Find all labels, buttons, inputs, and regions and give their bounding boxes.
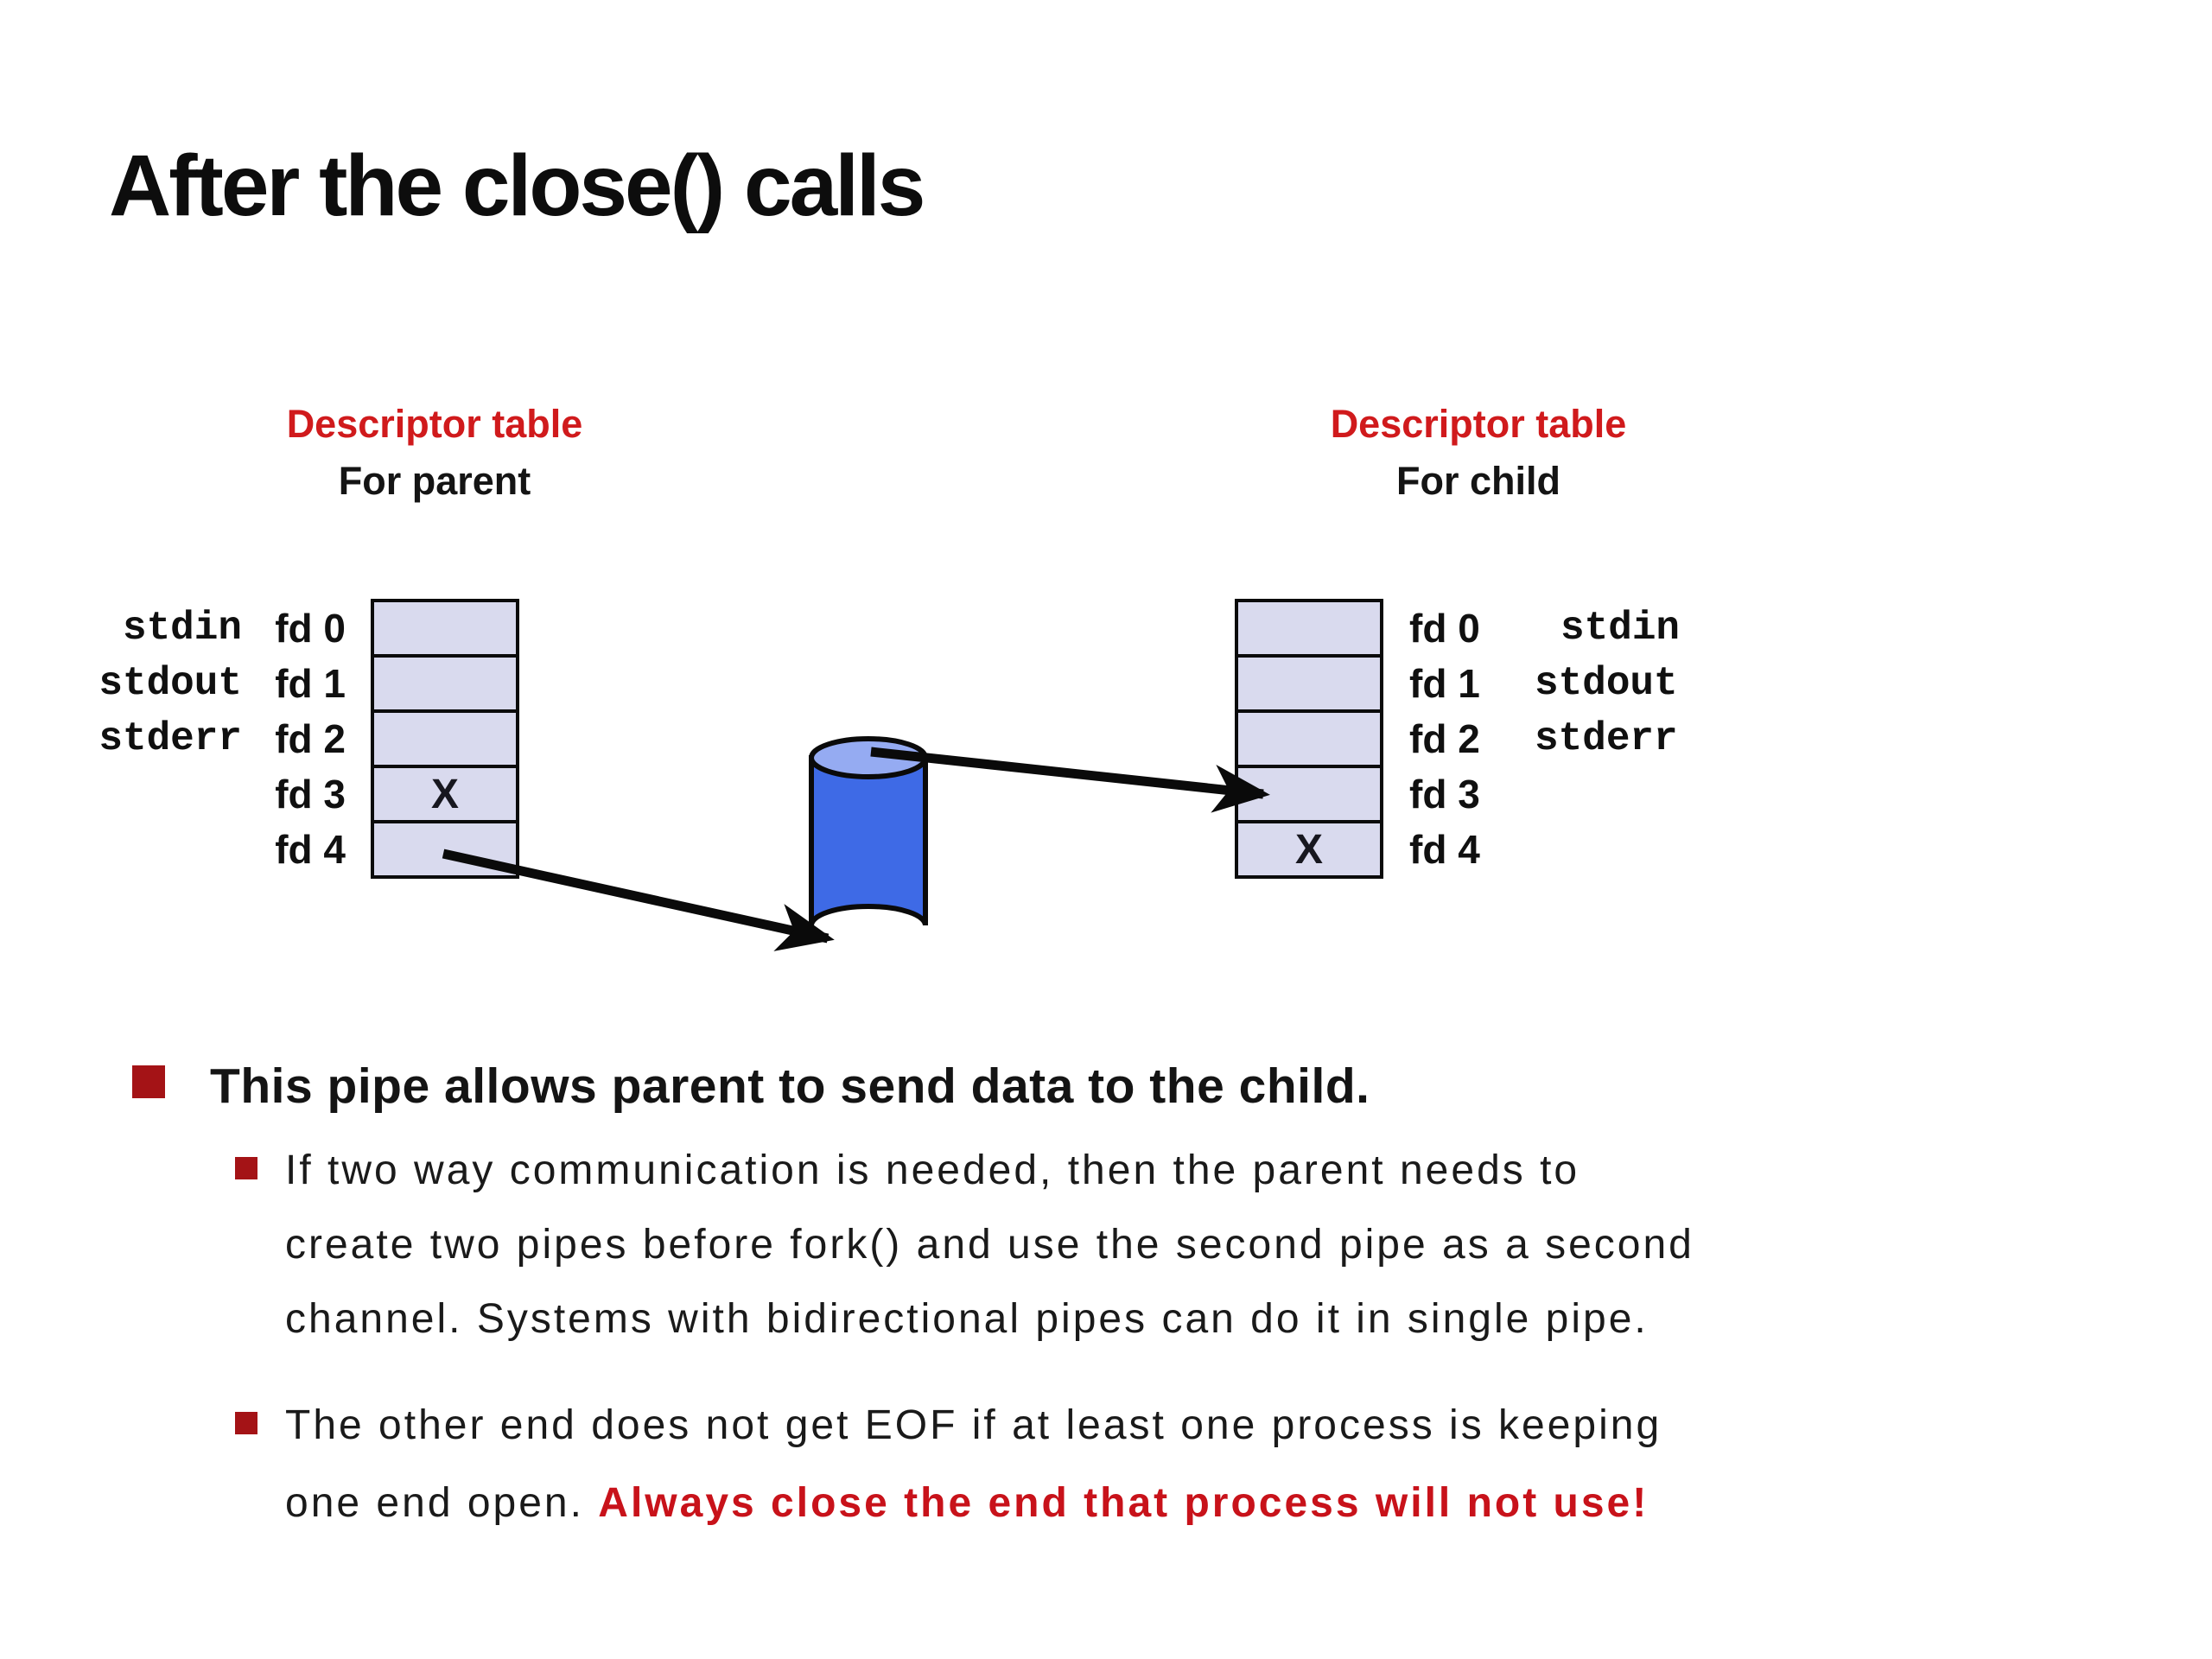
descriptor-cell-closed: X [371, 765, 519, 823]
sub-bullet-2-line2-plain: one end open. [285, 1480, 599, 1526]
table-row: stdin fd 0 [78, 599, 519, 658]
sub-bullet-1-line2: create two pipes before fork() and use t… [285, 1222, 1694, 1268]
descriptor-cell [1235, 599, 1383, 658]
fd-label: fd 4 [1409, 827, 1480, 872]
descriptor-cell [371, 654, 519, 713]
sub-bullet-square [235, 1157, 257, 1179]
descriptor-cell [1235, 709, 1383, 768]
fd-label: fd 2 [275, 716, 346, 761]
main-bullet-square [132, 1065, 165, 1098]
table-row: fd 3 X [78, 765, 519, 823]
fd-label: fd 1 [1409, 661, 1480, 706]
table-row: fd 0 stdin [1235, 599, 1680, 658]
table-row: fd 2 stderr [1235, 709, 1680, 768]
parent-header-line1: Descriptor table [286, 402, 583, 446]
parent-table-header: Descriptor table For parent [210, 396, 659, 510]
sub-bullet-2: The other end does not get EOF if at lea… [285, 1387, 1662, 1542]
descriptor-cell-pipe-read [1235, 765, 1383, 823]
table-row: fd 1 stdout [1235, 654, 1680, 713]
table-row: stdout fd 1 [78, 654, 519, 713]
stream-label: stdout [99, 661, 242, 706]
sub-bullet-2-line2: one end open. Always close the end that … [285, 1465, 1662, 1542]
sub-bullet-2-emphasis: Always close the end that process will n… [598, 1480, 1649, 1526]
fd-label: fd 0 [1409, 606, 1480, 651]
sub-bullet-square [235, 1412, 257, 1434]
stream-label: stderr [99, 716, 242, 761]
table-row: stderr fd 2 [78, 709, 519, 768]
fd-label: fd 3 [275, 772, 346, 817]
stream-label: stderr [1535, 716, 1678, 761]
fd-label: fd 1 [275, 661, 346, 706]
parent-descriptor-table: stdin fd 0 stdout fd 1 stderr fd 2 fd 3 … [78, 599, 519, 879]
fd-label: fd 4 [275, 827, 346, 872]
table-row: X fd 4 [1235, 820, 1680, 879]
sub-bullet-2-line1: The other end does not get EOF if at lea… [285, 1402, 1662, 1448]
child-descriptor-table: fd 0 stdin fd 1 stdout fd 2 stderr fd 3 … [1235, 599, 1680, 879]
arrow-pipe-to-child-fd3 [870, 747, 1270, 813]
table-row: fd 4 [78, 820, 519, 879]
descriptor-cell [1235, 654, 1383, 713]
fd-label: fd 0 [275, 606, 346, 651]
table-row: fd 3 [1235, 765, 1680, 823]
pipe-cylinder-body [809, 755, 928, 926]
slide-title: After the close() calls [109, 137, 925, 234]
descriptor-cell [371, 709, 519, 768]
sub-bullet-1-line1: If two way communication is needed, then… [285, 1147, 1580, 1193]
stream-label: stdout [1535, 661, 1678, 706]
sub-bullet-1-line3: channel. Systems with bidirectional pipe… [285, 1296, 1649, 1342]
stream-label: stdin [122, 606, 242, 651]
main-bullet-text: This pipe allows parent to send data to … [210, 1058, 1370, 1114]
descriptor-cell [371, 599, 519, 658]
child-header-line1: Descriptor table [1330, 402, 1627, 446]
child-table-header: Descriptor table For child [1254, 396, 1703, 510]
parent-header-line2: For parent [338, 459, 531, 503]
fd-label: fd 2 [1409, 716, 1480, 761]
sub-bullet-1: If two way communication is needed, then… [285, 1134, 1694, 1357]
pipe-cylinder-top [809, 736, 928, 779]
fd-label: fd 3 [1409, 772, 1480, 817]
stream-label: stdin [1560, 606, 1681, 651]
child-header-line2: For child [1396, 459, 1560, 503]
descriptor-cell-closed: X [1235, 820, 1383, 879]
descriptor-cell-pipe-write [371, 820, 519, 879]
